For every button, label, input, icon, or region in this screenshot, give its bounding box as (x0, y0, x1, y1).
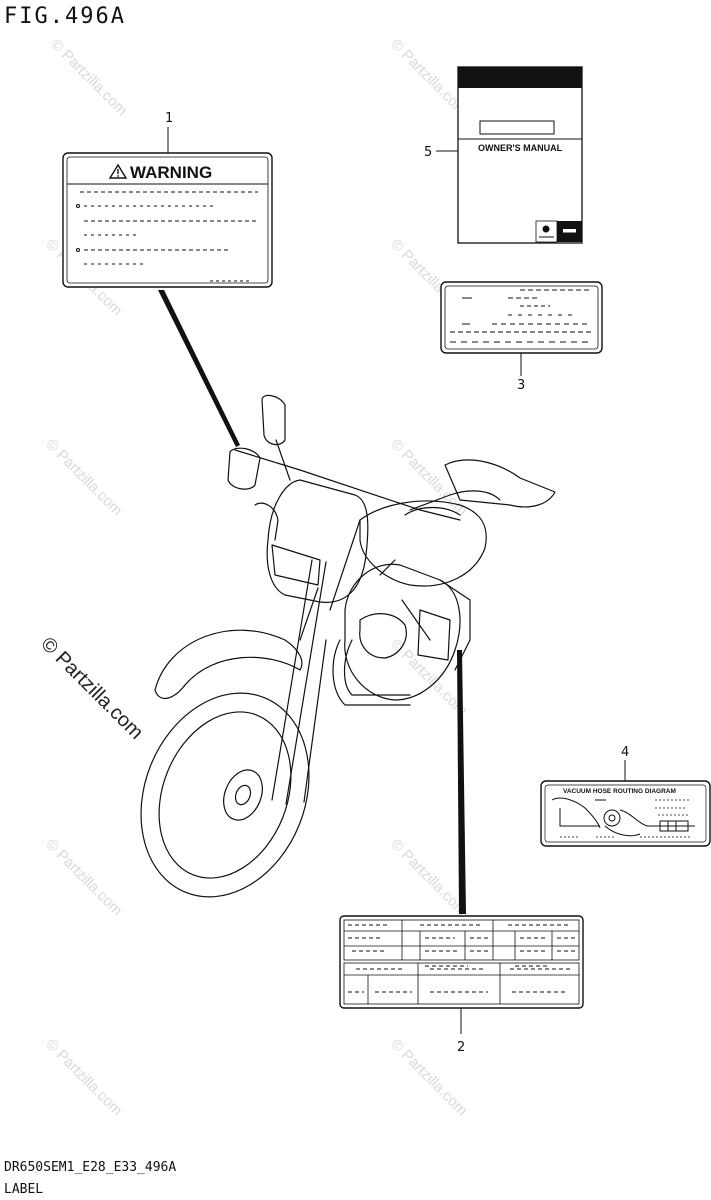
warning-heading: WARNING (130, 163, 212, 182)
info-label-3[interactable] (440, 281, 603, 354)
vacuum-title: VACUUM HOSE ROUTING DIAGRAM (563, 788, 676, 795)
vacuum-text-lines (560, 799, 690, 838)
watermark: © Partzilla.com (387, 436, 470, 519)
warning-label[interactable]: WARNING (62, 152, 273, 288)
tire-table-text (348, 924, 575, 993)
watermark-dark: © Partzilla.com (36, 633, 147, 744)
suzuki-logo-icon (535, 220, 582, 243)
tire-table-grid (344, 920, 579, 1004)
watermark: © Partzilla.com (42, 836, 125, 919)
vacuum-hose-label[interactable]: VACUUM HOSE ROUTING DIAGRAM (540, 780, 711, 847)
figure-code: DR650SEM1_E28_E33_496A (4, 1160, 177, 1175)
owners-manual[interactable]: OWNER'S MANUAL (457, 66, 583, 244)
callout-5: 5 (424, 145, 432, 160)
label-3-text-lines (450, 289, 594, 343)
callout-4: 4 (621, 745, 629, 760)
manual-title: OWNER'S MANUAL (478, 143, 563, 153)
motorcycle-drawing (140, 394, 556, 898)
callout-1: 1 (165, 111, 173, 126)
watermark: © Partzilla.com (387, 836, 470, 919)
warning-text-lines (80, 191, 258, 282)
section-label: LABEL (4, 1182, 44, 1197)
warning-triangle-icon (108, 163, 128, 179)
watermark: © Partzilla.com (42, 1036, 125, 1119)
vacuum-hose-schematic (551, 797, 695, 837)
watermark: © Partzilla.com (47, 36, 130, 119)
figure-title: FIG.496A (4, 4, 126, 29)
watermark: © Partzilla.com (42, 436, 125, 519)
tire-info-label[interactable] (339, 915, 584, 1009)
callout-2: 2 (457, 1040, 465, 1055)
callout-3: 3 (517, 378, 525, 393)
